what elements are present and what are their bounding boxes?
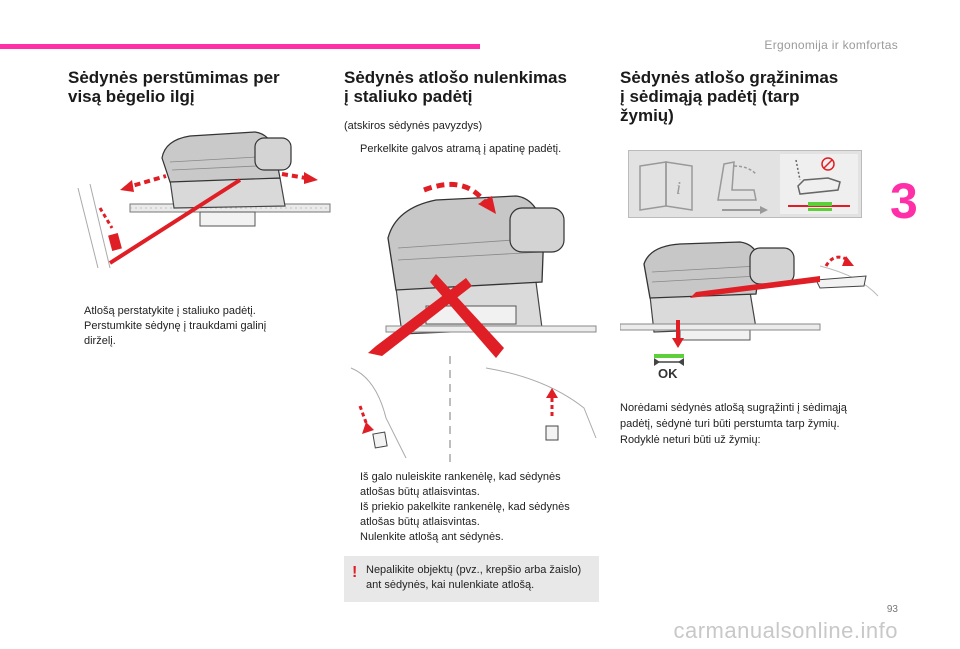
section-subtitle: (atskiros sėdynės pavyzdys): [344, 120, 483, 132]
chapter-number: 3: [890, 173, 918, 229]
backrest-return-illustration: [620, 241, 879, 366]
list-item: dirželį.: [84, 335, 116, 347]
section-fold-backrest: Sėdynės atlošo nulenkimas į staliuko pad…: [344, 68, 599, 157]
warning-icon: !: [352, 564, 358, 581]
manual-book-icon: i: [639, 161, 693, 211]
list-item: atlošas būtų atlaisvintas.: [360, 486, 480, 498]
page-number: 93: [886, 604, 898, 615]
col3-body: Norėdami sėdynės atlošą sugrąžinti į sėd…: [620, 402, 847, 446]
list-item: Nulenkite atlošą ant sėdynės.: [360, 531, 504, 543]
section-slide-seat: Sėdynės perstūmimas per visą bėgelio ilg…: [68, 68, 308, 106]
ok-label: OK: [658, 366, 678, 381]
list-item: Perstumkite sėdynę į traukdami galinį: [84, 320, 267, 332]
section-title: Sėdynės perstūmimas per visą bėgelio ilg…: [68, 68, 280, 106]
section-return-backrest: Sėdynės atlošo grąžinimas į sėdimąją pad…: [620, 68, 880, 125]
seat-base-marks-icon: [788, 157, 850, 211]
list-item: atlošas būtų atlaisvintas.: [360, 516, 480, 528]
col2-headrest-step: Perkelkite galvos atramą į apatinę padėt…: [344, 142, 599, 157]
col2-steps: Iš galo nuleiskite rankenėlę, kad sėdynė…: [344, 470, 599, 545]
list-item: Iš galo nuleiskite rankenėlę, kad sėdynė…: [360, 471, 561, 483]
warning-text: Nepalikite objektų (pvz., krepšio arba ž…: [366, 564, 582, 591]
seat-recline-icon: [717, 161, 768, 214]
col1-steps: Atlošą perstatykite į staliuko padėtį. P…: [68, 304, 308, 349]
watermark: carmanualsonline.info: [673, 618, 898, 643]
list-item: Atlošą perstatykite į staliuko padėtį.: [84, 305, 256, 317]
list-item: Iš priekio pakelkite rankenėlę, kad sėdy…: [360, 501, 570, 513]
backrest-fold-illustration: [350, 181, 597, 468]
seat-slide-illustration: [77, 131, 331, 269]
header-accent-bar: [0, 44, 480, 49]
section-title: Sėdynės atlošo grąžinimas į sėdimąją pad…: [620, 68, 839, 125]
warning-box: ! Nepalikite objektų (pvz., krepšio arba…: [344, 556, 599, 602]
svg-text:i: i: [676, 178, 681, 198]
running-title: Ergonomija ir komfortas: [764, 38, 898, 52]
section-title: Sėdynės atlošo nulenkimas į staliuko pad…: [344, 68, 567, 106]
instruction-pictogram-panel: i: [628, 150, 862, 218]
list-item: Perkelkite galvos atramą į apatinę padėt…: [360, 143, 562, 155]
